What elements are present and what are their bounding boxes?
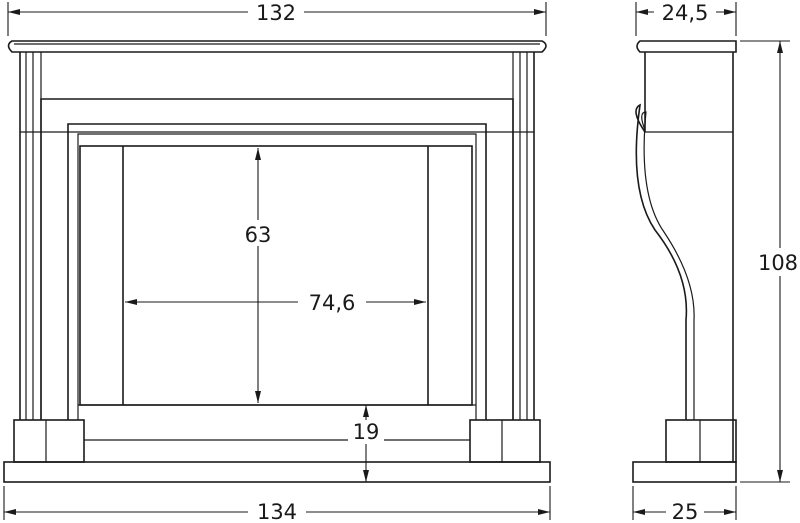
- front-view: [3, 40, 551, 483]
- dim-opening-height: 63: [240, 148, 276, 403]
- side-view: [632, 40, 737, 483]
- dim-front-bottom-label: 134: [257, 500, 297, 523]
- dim-total-height: 108: [740, 40, 800, 483]
- dim-hearth-height: 19: [348, 405, 384, 482]
- front-inner-frame-inner: [67, 123, 487, 420]
- front-inner-frame-outer: [40, 98, 514, 420]
- front-firebox-opening: [79, 145, 473, 406]
- dim-total-height-label: 108: [758, 251, 798, 275]
- side-corbel-inner: [641, 111, 695, 420]
- dim-front-top-label: 132: [256, 1, 296, 25]
- front-left-plinth: [13, 419, 85, 463]
- dim-side-top-label: 24,5: [662, 1, 709, 25]
- front-right-plinth: [469, 419, 541, 463]
- dim-opening-width-label: 74,6: [309, 291, 356, 315]
- side-corbel-curve: [635, 103, 688, 420]
- dim-opening-width: 74,6: [125, 290, 426, 315]
- side-base-slab: [632, 461, 737, 483]
- side-plinth: [665, 419, 737, 463]
- dim-front-bottom: 134: [3, 486, 551, 523]
- front-mantel-shelf: [7, 40, 547, 53]
- dim-side-bottom: 25: [632, 486, 737, 523]
- side-mantel-shelf: [636, 40, 737, 53]
- dim-opening-height-label: 63: [245, 223, 272, 247]
- front-base-slab: [3, 461, 551, 483]
- dim-side-bottom-label: 25: [672, 500, 699, 523]
- dim-front-top: 132: [7, 0, 547, 36]
- front-inner-frame-step: [77, 133, 477, 420]
- front-right-pilaster: [512, 52, 528, 420]
- dim-side-top: 24,5: [635, 0, 737, 36]
- front-left-pilaster: [25, 52, 42, 420]
- dim-hearth-height-label: 19: [353, 420, 380, 444]
